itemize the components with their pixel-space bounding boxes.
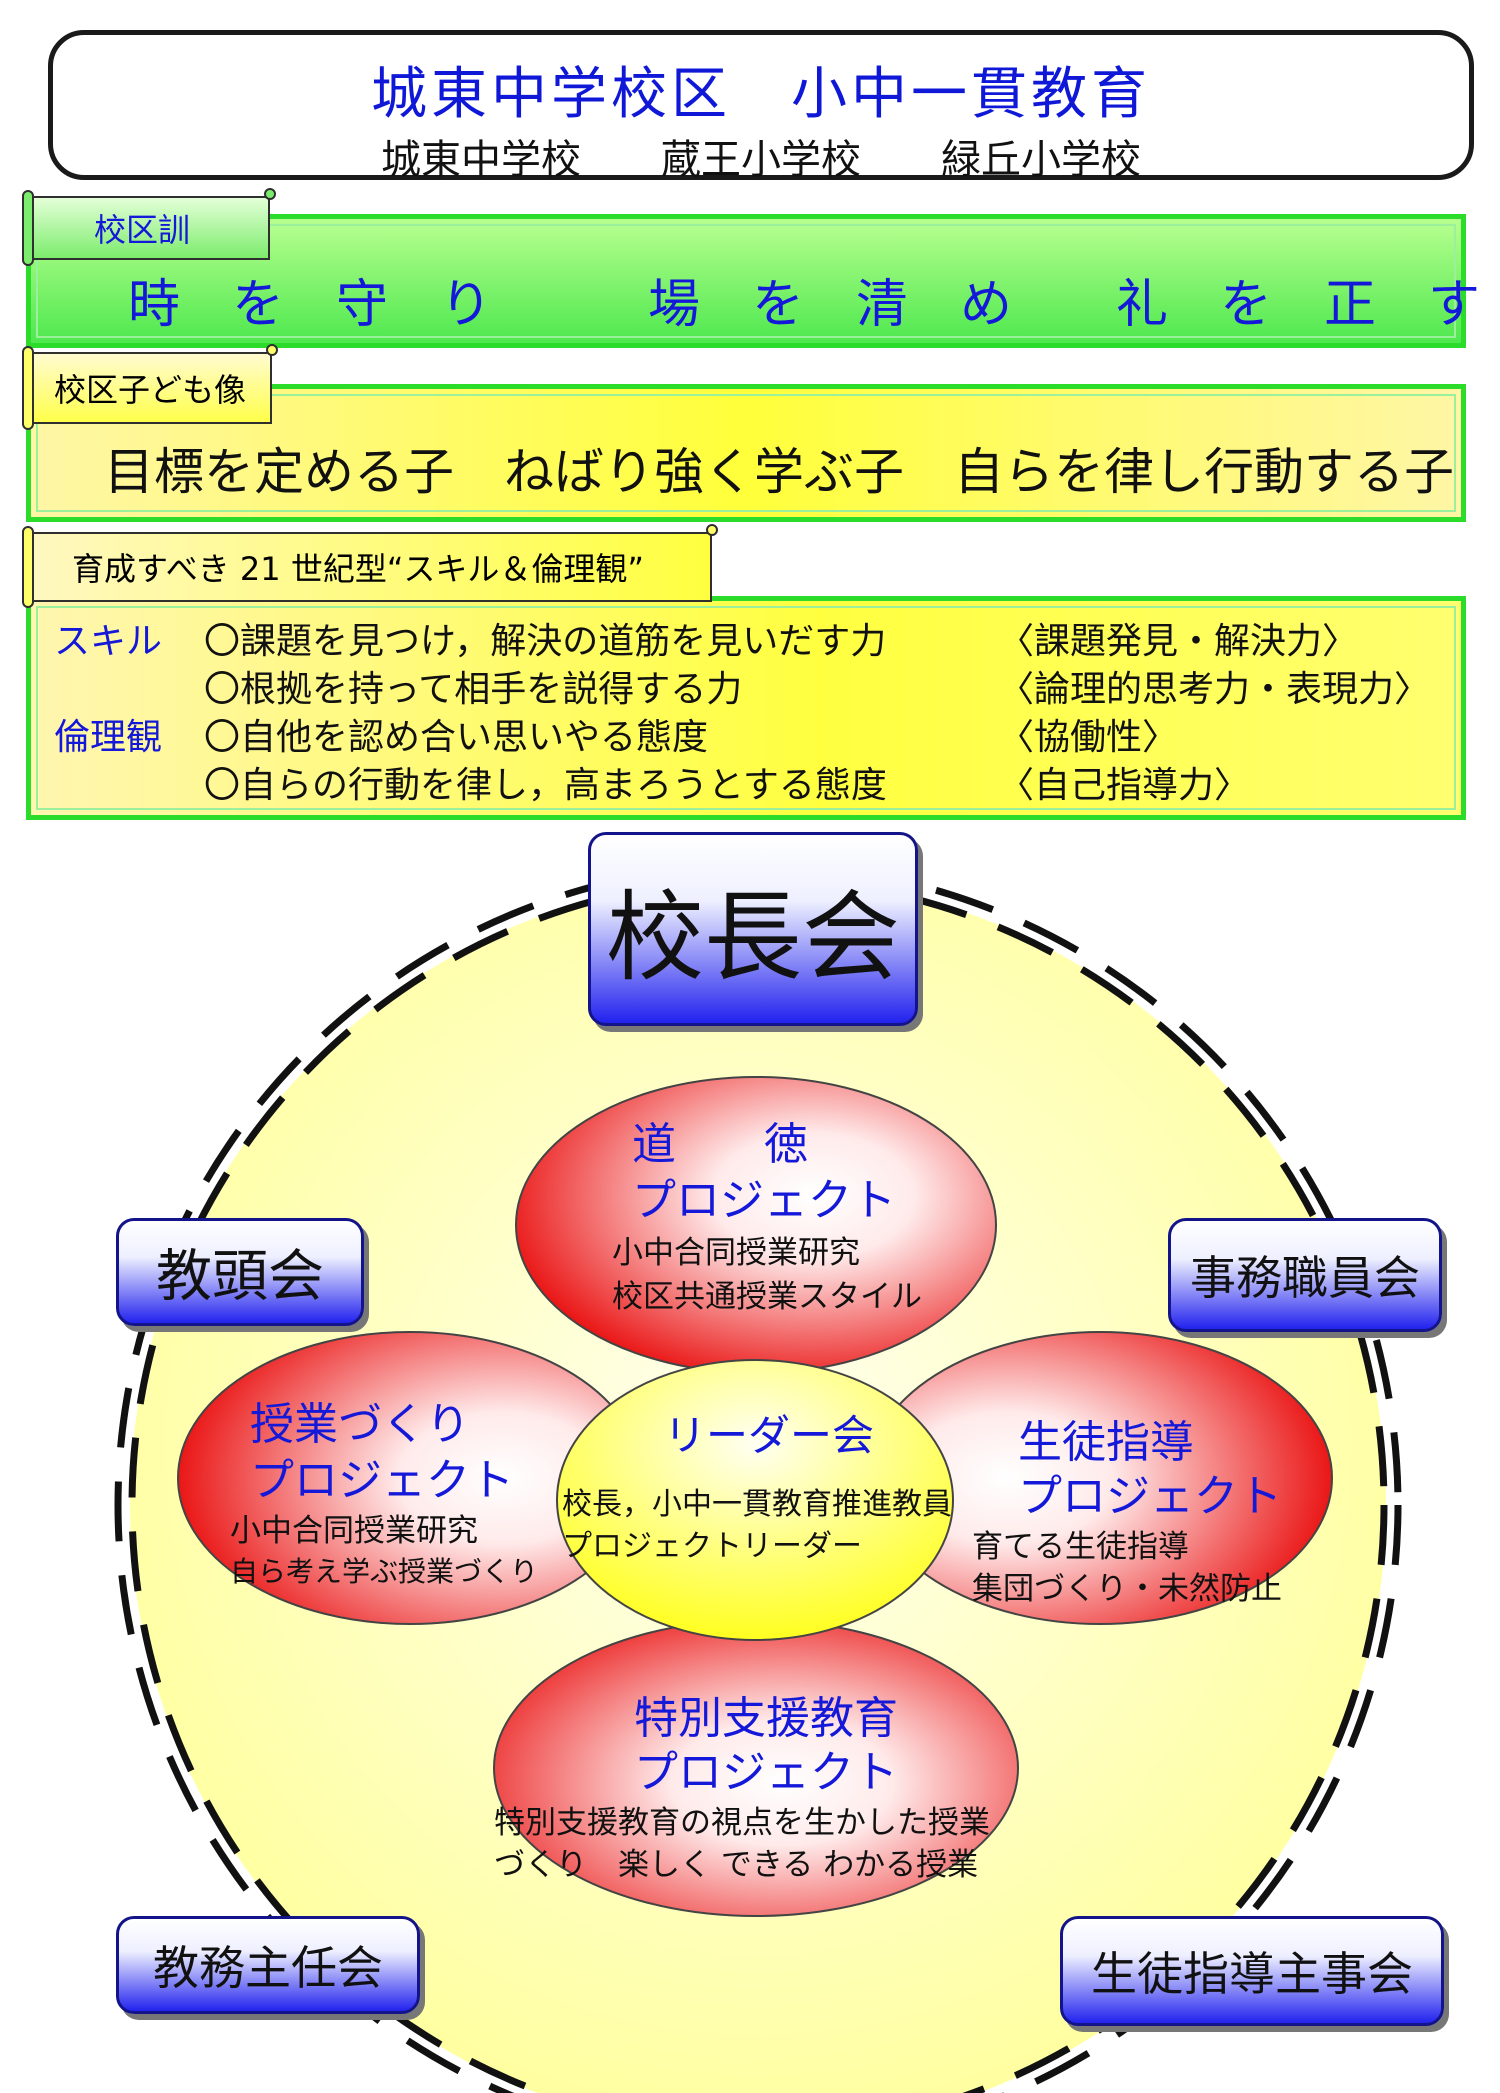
ideal-child-label: 校区子ども像: [54, 371, 247, 409]
leader-council-sub-1: 校長，小中一貫教育推進教員: [562, 1487, 952, 1522]
moral-project-sub-2: 校区共通授業スタイル: [612, 1279, 922, 1315]
leader-ellipse: [556, 1359, 954, 1641]
office-staff-council-box: 事務職員会: [1168, 1218, 1442, 1332]
lesson-project-title-1: 授業づくり: [250, 1399, 470, 1450]
header-schools: 城東中学校 蔵王小学校 緑丘小学校: [381, 137, 1141, 183]
moral-project-title-2: プロジェクト: [632, 1175, 896, 1226]
student-guidance-council-box: 生徒指導主事会: [1060, 1916, 1444, 2026]
ideal-child-text: 目標を定める子 ねばり強く学ぶ子 自らを律し行動する子: [104, 443, 1454, 501]
skills-category-skill: スキル: [54, 621, 163, 662]
lesson-project-sub-1: 小中合同授業研究: [230, 1513, 478, 1549]
skills-tag: 〈課題発見・解決力〉: [998, 621, 1359, 662]
skills-tag: 〈自己指導力〉: [998, 765, 1251, 806]
student-guidance-council-label: 生徒指導主事会: [1091, 1947, 1413, 2001]
skills-item: 〇課題を見つけ，解決の道筋を見いだす力: [204, 621, 887, 662]
lesson-project-title-2: プロジェクト: [250, 1455, 514, 1506]
guidance-project-title-1: 生徒指導: [1018, 1417, 1194, 1468]
guidance-project-sub-1: 育てる生徒指導: [972, 1529, 1189, 1565]
skills-category-ethics: 倫理観: [54, 717, 163, 758]
header-title: 城東中学校区 小中一貫教育: [371, 62, 1151, 127]
principals-council-label: 校長会: [605, 881, 900, 995]
guidance-project-sub-2: 集団づくり・未然防止: [972, 1571, 1282, 1607]
leader-council-title: リーダー会: [664, 1411, 875, 1460]
skills-label-scroll: 育成すべき 21 世紀型“スキル＆倫理観”: [22, 524, 718, 608]
special-project-sub-1: 特別支援教育の視点を生かした授業: [494, 1805, 990, 1841]
skills-label: 育成すべき 21 世紀型“スキル＆倫理観”: [72, 550, 644, 588]
academic-affairs-council-label: 教務主任会: [153, 1941, 383, 1995]
principals-council-box: 校長会: [588, 832, 918, 1026]
special-project-title-2: プロジェクト: [634, 1747, 898, 1798]
moral-project-sub-1: 小中合同授業研究: [612, 1235, 860, 1271]
skills-tag: 〈論理的思考力・表現力〉: [998, 669, 1431, 710]
skills-item: 〇自らの行動を律し，高まろうとする態度: [204, 765, 887, 806]
special-project-sub-2: づくり 楽しく できる わかる授業: [494, 1847, 979, 1883]
motto-label: 校区訓: [94, 211, 191, 249]
ideal-child-label-scroll: 校区子ども像: [22, 344, 278, 430]
vice-principals-council-label: 教頭会: [156, 1244, 324, 1310]
academic-affairs-council-box: 教務主任会: [116, 1916, 420, 2014]
motto-text: 時 を 守 り 場 を 清 め 礼 を 正 す: [128, 275, 1481, 335]
moral-project-title-1: 道 徳: [632, 1119, 808, 1170]
skills-band: [26, 596, 1466, 820]
header-box: 城東中学校区 小中一貫教育 城東中学校 蔵王小学校 緑丘小学校: [48, 30, 1474, 183]
skills-item: 〇自他を認め合い思いやる態度: [204, 717, 709, 758]
special-project-title-1: 特別支援教育: [634, 1693, 898, 1744]
office-staff-council-label: 事務職員会: [1190, 1251, 1420, 1305]
guidance-project-title-2: プロジェクト: [1018, 1471, 1282, 1522]
skills-tag: 〈協働性〉: [998, 717, 1179, 758]
vice-principals-council-box: 教頭会: [116, 1218, 364, 1326]
lesson-project-sub-2: 自ら考え学ぶ授業づくり: [230, 1555, 539, 1588]
skills-item: 〇根拠を持って相手を説得する力: [204, 669, 743, 710]
leader-council-sub-2: プロジェクトリーダー: [562, 1529, 862, 1564]
motto-label-scroll: 校区訓: [22, 188, 276, 266]
